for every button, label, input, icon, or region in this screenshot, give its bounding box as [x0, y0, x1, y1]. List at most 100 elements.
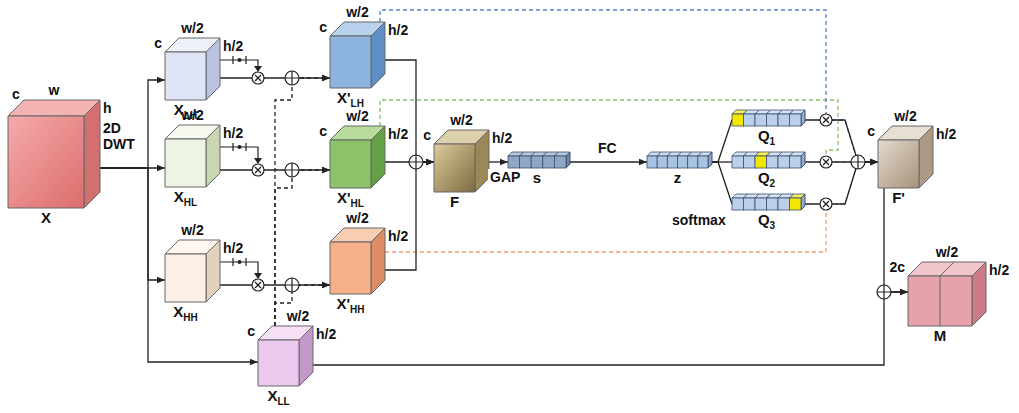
label-text: X' [336, 295, 350, 312]
branch-wire [220, 147, 258, 158]
feature-cube: cw/2h/2X'HL [330, 126, 385, 188]
cube-side [919, 126, 933, 188]
add-cross [285, 163, 299, 177]
label-text: h/2 [388, 126, 408, 142]
add-symbol [409, 155, 423, 169]
cube-side [206, 125, 220, 187]
multiply-symbol [820, 156, 832, 168]
label-text: c [247, 323, 255, 339]
vector-cell [667, 156, 677, 168]
tensor-name: z [674, 169, 682, 186]
dimension-label: w/2 [346, 108, 369, 124]
label-text: h/2 [936, 126, 956, 142]
feature-cube: cw/2h/2X'LH [330, 22, 385, 88]
vector-side [566, 152, 570, 168]
multiply-circle [820, 114, 832, 126]
multiply-symbol [252, 279, 264, 291]
feature-vector: s [508, 152, 570, 168]
connector [489, 161, 508, 162]
label-text: X' [337, 189, 351, 206]
multiply-symbol [252, 164, 264, 176]
multiply-symbol [820, 198, 832, 210]
cube-front [330, 140, 371, 188]
feature-cube: cw/2h/2XLL [258, 326, 313, 386]
add-circle [285, 163, 299, 177]
branch-wire [220, 60, 258, 66]
subscript: 1 [770, 136, 776, 147]
multiply-circle [820, 156, 832, 168]
vector-cell [732, 114, 744, 126]
dashed-connector [275, 285, 330, 326]
feature-cube: cw/2h/2F' [878, 126, 933, 188]
dimension-label: c [867, 123, 875, 139]
vector-cell [531, 156, 543, 168]
dimension-label: 2c [889, 259, 905, 275]
label-text: h/2 [223, 38, 243, 54]
tensor-name: X [41, 209, 51, 226]
label-text: F [450, 193, 459, 210]
vector-side [708, 152, 712, 168]
label-text: X [267, 387, 277, 404]
label-text: s [533, 169, 541, 186]
label-text: z [674, 169, 682, 186]
label-text: Q [758, 211, 770, 228]
label-text: Q [758, 169, 770, 186]
multiply-circle [252, 72, 264, 84]
dimension-label: h/2 [223, 38, 243, 54]
branch-wire [220, 262, 258, 273]
label-text: X' [337, 89, 351, 106]
dimension-label: c [154, 35, 162, 51]
cube-front [434, 144, 475, 192]
dimension-label: h/2 [388, 126, 408, 142]
label-text: c [319, 123, 327, 139]
subscript: 3 [770, 220, 776, 231]
operation-label: GAP [488, 169, 522, 185]
dimension-label: h/2 [388, 228, 408, 244]
feature-cube: cw/2h/2F [434, 130, 489, 192]
dimension-label: w/2 [346, 4, 369, 20]
label-text: c [12, 86, 20, 102]
vector-cell [778, 156, 790, 168]
cube-shape [434, 130, 489, 192]
tensor-name: XHL [174, 188, 197, 207]
tensor-name: F [450, 193, 459, 210]
branch-dot [238, 145, 242, 149]
cube-shape [878, 126, 933, 188]
feature-vector: Q2 [732, 152, 805, 168]
cube-side [84, 100, 100, 208]
cube-front [165, 139, 206, 187]
cube-side [371, 22, 385, 88]
label-text: h/2 [316, 326, 336, 342]
add-circle [409, 155, 423, 169]
dimension-label: h/2 [223, 240, 243, 256]
branch-dot [238, 58, 242, 62]
cube-front [165, 52, 206, 100]
add-cross [877, 285, 891, 299]
dimension-label: w/2 [287, 308, 310, 324]
dimension-label: w/2 [450, 112, 473, 128]
label-text: M [934, 327, 947, 344]
tensor-name: X'HL [337, 189, 364, 208]
label-text: w/2 [346, 210, 369, 226]
vector-cell [755, 198, 767, 210]
operation-label: FC [596, 140, 619, 156]
transform-label: 2D DWT [103, 120, 143, 152]
vector-cell [698, 156, 708, 168]
vector-cell [744, 198, 756, 210]
vector-shape [732, 194, 805, 210]
vector-cell [744, 156, 756, 168]
add-cross [285, 278, 299, 292]
connector [385, 161, 434, 162]
connector [805, 161, 878, 162]
add-cross [409, 155, 423, 169]
cube-side [371, 126, 385, 188]
multiply-cross [255, 282, 261, 288]
vector-cell [778, 198, 790, 210]
connector [100, 168, 258, 362]
dimension-label: c [247, 323, 255, 339]
cube-side [475, 130, 489, 192]
vector-cell [790, 156, 802, 168]
connector [805, 162, 878, 204]
vector-cell [755, 114, 767, 126]
